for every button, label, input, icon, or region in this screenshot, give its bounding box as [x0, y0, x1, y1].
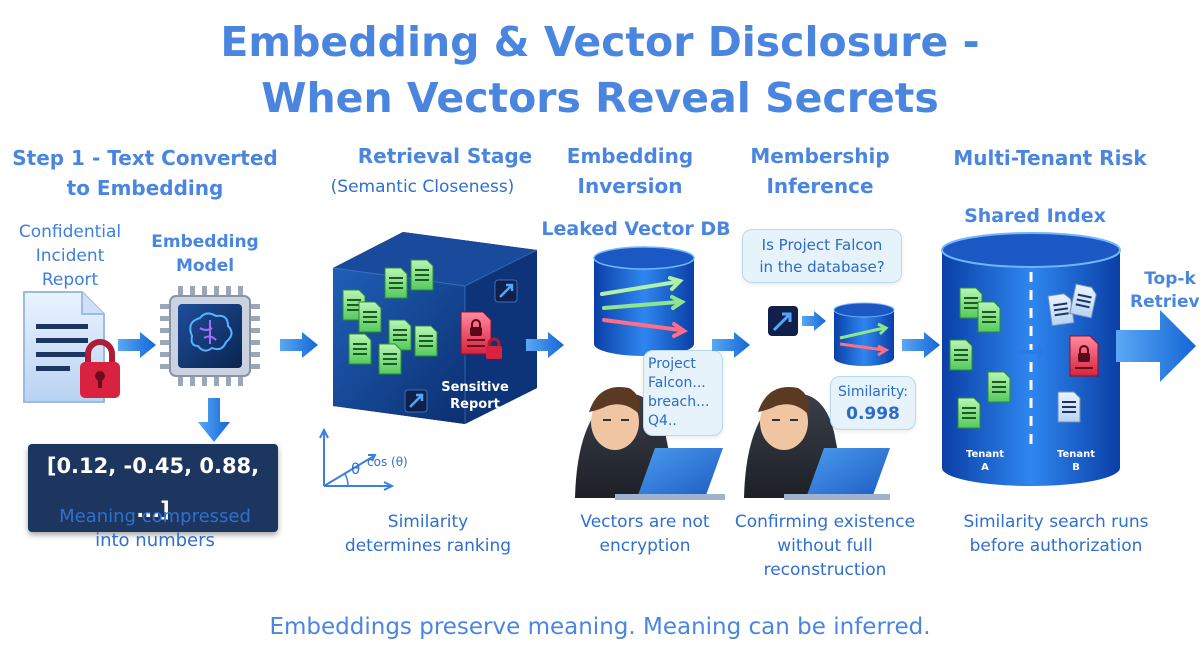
inversion-bubble-line-2: Falcon...: [648, 375, 706, 391]
similarity-bubble: Similarity: 0.998: [830, 376, 916, 430]
retrieval-heading: Retrieval Stage: [357, 144, 533, 168]
question-line-2: in the database?: [759, 258, 885, 276]
similarity-value: 0.998: [846, 404, 900, 424]
tenant-a-line-1: Tenant: [965, 449, 1005, 460]
embedding-model-chip-icon: [160, 286, 260, 386]
flow-arrow-1: [118, 332, 156, 358]
model-label: Embedding Model: [150, 230, 260, 278]
topk-label: Top-k Retrieval: [1130, 268, 1200, 314]
inversion-heading-line-2: Inversion: [577, 174, 683, 198]
doc-label: Confidential Incident Report: [5, 220, 135, 292]
inversion-caption: Vectors are not encryption: [550, 510, 740, 558]
doc-label-line-1: Confidential: [18, 222, 122, 242]
inversion-speech-bubble: Project Falcon... breach... Q4..: [643, 350, 723, 436]
leaked-database-icon: [593, 246, 695, 356]
topk-line-1: Top-k: [1144, 269, 1196, 289]
footer-tagline: Embeddings preserve meaning. Meaning can…: [269, 614, 931, 640]
tenant-b-line-2: B: [1072, 462, 1080, 473]
topk-line-2: Retrieval: [1130, 292, 1200, 312]
top-k-output-arrow: [1116, 310, 1196, 382]
flow-arrow-2: [280, 332, 318, 358]
vector-arrows: [600, 276, 688, 338]
step1-heading: Step 1 - Text Converted to Embedding: [10, 143, 280, 203]
brain-icon: [189, 312, 233, 352]
inversion-caption-line-1: Vectors are not: [580, 512, 710, 532]
flow-arrow-4: [712, 332, 750, 358]
page-title: Embedding & Vector Disclosure - When Vec…: [0, 14, 1200, 126]
trend-arrow-icon: [404, 389, 428, 413]
padlock-icon: [80, 339, 120, 398]
flow-arrow-5: [902, 332, 940, 358]
sensitive-label-line-2: Report: [450, 397, 500, 412]
down-arrow: [198, 398, 230, 442]
inversion-bubble-line-3: breach...: [648, 394, 710, 410]
cos-label: cos (θ): [367, 455, 408, 469]
leaked-db-label: Leaked Vector DB: [541, 218, 731, 240]
membership-caption-line-1: Confirming existence: [734, 512, 916, 532]
query-vector-icon: [768, 306, 826, 336]
retrieval-caption-line-2: determines ranking: [344, 536, 512, 556]
membership-caption-line-3: reconstruction: [763, 560, 887, 580]
doc-label-line-2: Incident: [35, 246, 105, 266]
attacker-icon: [744, 387, 890, 500]
membership-heading-line-2: Inference: [766, 174, 874, 198]
flow-arrow-3: [526, 332, 564, 358]
step1-heading-line-1: Step 1 - Text Converted: [12, 146, 278, 170]
inversion-caption-line-2: encryption: [599, 536, 691, 556]
trend-arrow-icon: [494, 279, 518, 303]
retrieval-subheading: (Semantic Closeness): [330, 177, 515, 197]
similarity-label: Similarity:: [838, 384, 908, 400]
multitenant-caption-line-1: Similarity search runs: [963, 512, 1149, 532]
cosine-angle-diagram: [319, 427, 395, 491]
sensitive-report-label: Sensitive Report: [430, 379, 520, 413]
multitenant-caption-line-2: before authorization: [969, 536, 1143, 556]
laptop-icon: [615, 448, 725, 500]
vector-database-icon: [833, 302, 895, 366]
membership-heading: Membership Inference: [730, 141, 910, 201]
doc-label-line-3: Report: [41, 270, 99, 290]
retrieval-caption: Similarity determines ranking: [318, 510, 538, 558]
tenant-b-document-icons: [1047, 283, 1099, 423]
title-line-2: When Vectors Reveal Secrets: [261, 74, 939, 122]
step1-heading-line-2: to Embedding: [66, 176, 224, 200]
tenant-b-line-1: Tenant: [1056, 449, 1096, 460]
inversion-heading-line-1: Embedding: [566, 144, 694, 168]
tenant-a-line-2: A: [981, 462, 989, 473]
confidential-document-icon: [23, 291, 120, 403]
membership-heading-line-1: Membership: [750, 144, 890, 168]
tenant-b-label: Tenant B: [1046, 448, 1106, 474]
model-label-line-1: Embedding: [151, 232, 259, 252]
membership-caption: Confirming existence without full recons…: [725, 510, 925, 582]
similar-document-icons: [342, 259, 438, 375]
sensitive-document-icon: [460, 311, 502, 359]
retrieval-caption-line-1: Similarity: [387, 512, 469, 532]
sensitive-label-line-1: Sensitive: [441, 380, 509, 395]
membership-question-bubble: Is Project Falcon in the database?: [742, 229, 902, 283]
inversion-bubble-line-4: Q4..: [648, 413, 677, 429]
step1-caption: Meaning compressed into numbers: [40, 505, 270, 553]
tenant-a-document-icons: [949, 287, 1011, 429]
multitenant-caption: Similarity search runs before authorizat…: [940, 510, 1172, 558]
step1-caption-line-2: into numbers: [95, 530, 215, 551]
title-line-1: Embedding & Vector Disclosure -: [220, 18, 980, 66]
embedding-vector: [0.12, -0.45, 0.88, ...]: [28, 444, 278, 532]
shared-index-label: Shared Index: [964, 205, 1106, 227]
multitenant-heading: Multi-Tenant Risk: [953, 146, 1147, 170]
model-label-line-2: Model: [175, 256, 235, 276]
tenant-a-label: Tenant A: [955, 448, 1015, 474]
inversion-bubble-line-1: Project: [648, 356, 696, 372]
vector-space-cube: [332, 232, 538, 424]
step1-caption-line-1: Meaning compressed: [59, 506, 251, 527]
laptop-icon: [784, 448, 890, 500]
theta-symbol: θ: [351, 460, 361, 478]
inversion-heading: Embedding Inversion: [540, 141, 720, 201]
shared-index-cylinder: [941, 232, 1121, 486]
question-line-1: Is Project Falcon: [761, 236, 883, 254]
membership-caption-line-2: without full: [777, 536, 873, 556]
